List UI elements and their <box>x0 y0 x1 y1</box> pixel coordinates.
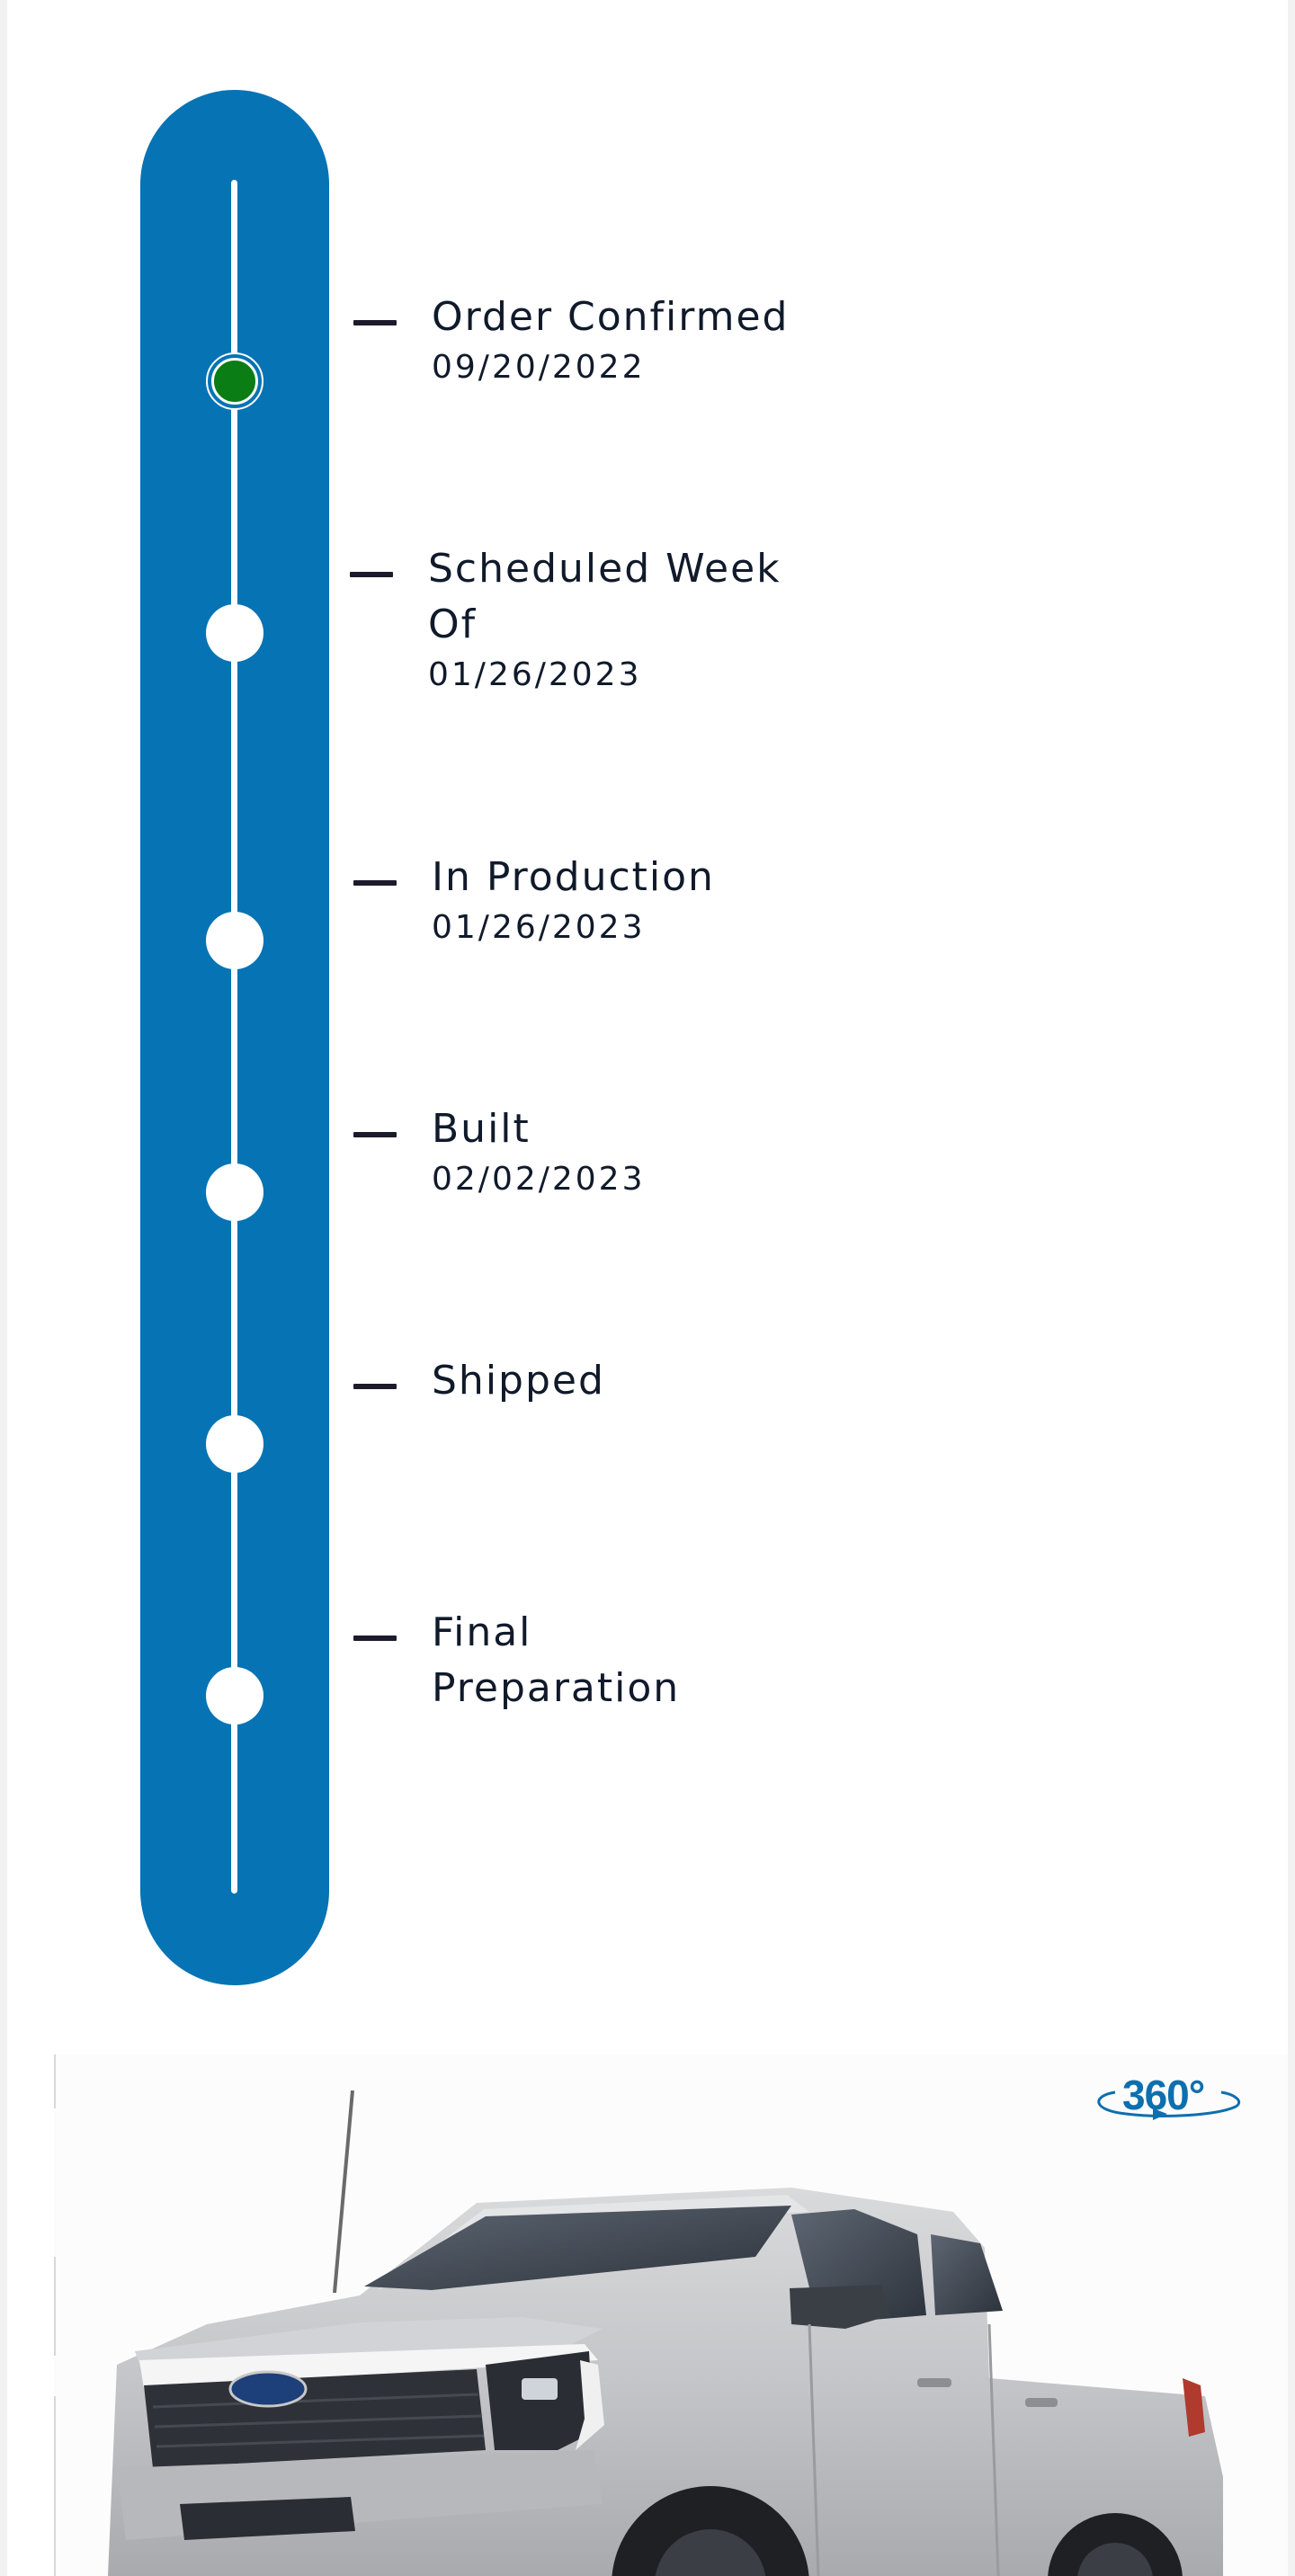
step-date: 01/26/2023 <box>432 909 646 946</box>
order-progress-tracker <box>140 90 329 1985</box>
step-connector-dash <box>353 1636 397 1641</box>
step-title: Shipped <box>432 1358 605 1404</box>
step-connector-dash <box>353 320 397 325</box>
vehicle-360-viewer[interactable]: 360° <box>54 2055 1288 2576</box>
step-marker-scheduled <box>206 604 263 662</box>
step-marker-final-preparation <box>206 1667 263 1725</box>
step-title: Order Confirmed <box>432 294 790 340</box>
step-date: 01/26/2023 <box>428 656 642 693</box>
step-date: 09/20/2022 <box>432 349 646 386</box>
step-marker-order-confirmed <box>206 352 263 410</box>
step-marker-in-production <box>206 912 263 969</box>
step-title: Scheduled Week Of <box>428 546 781 647</box>
rotate-360-icon <box>1097 2090 1241 2120</box>
order-status-page: Order Confirmed 09/20/2022 Scheduled Wee… <box>7 0 1288 2576</box>
step-built: Built 02/02/2023 <box>432 1101 845 1202</box>
step-scheduled-week-of: Scheduled Week Of 01/26/2023 <box>428 541 842 698</box>
step-title: Built <box>432 1106 531 1152</box>
rotate-360-button[interactable]: 360° <box>1090 2069 1243 2134</box>
step-marker-shipped <box>206 1415 263 1473</box>
step-connector-dash <box>353 1384 397 1389</box>
step-connector-dash <box>353 1132 397 1137</box>
progress-line <box>231 180 237 1894</box>
step-connector-dash <box>350 572 393 577</box>
viewer-edge-mark <box>54 2396 56 2576</box>
step-title: In Production <box>432 854 715 900</box>
step-title: Final Preparation <box>432 1609 681 1711</box>
step-shipped: Shipped <box>432 1353 845 1409</box>
step-marker-built <box>206 1163 263 1221</box>
viewer-edge-mark <box>54 2055 56 2108</box>
step-in-production: In Production 01/26/2023 <box>432 850 845 950</box>
view-360-label: 360° <box>1122 2072 1205 2118</box>
step-date: 02/02/2023 <box>432 1161 646 1198</box>
step-final-preparation: Final Preparation <box>432 1605 845 1716</box>
step-order-confirmed: Order Confirmed 09/20/2022 <box>432 290 845 390</box>
vehicle-image <box>108 2090 1223 2576</box>
step-connector-dash <box>353 880 397 886</box>
viewer-edge-mark <box>54 2257 56 2356</box>
